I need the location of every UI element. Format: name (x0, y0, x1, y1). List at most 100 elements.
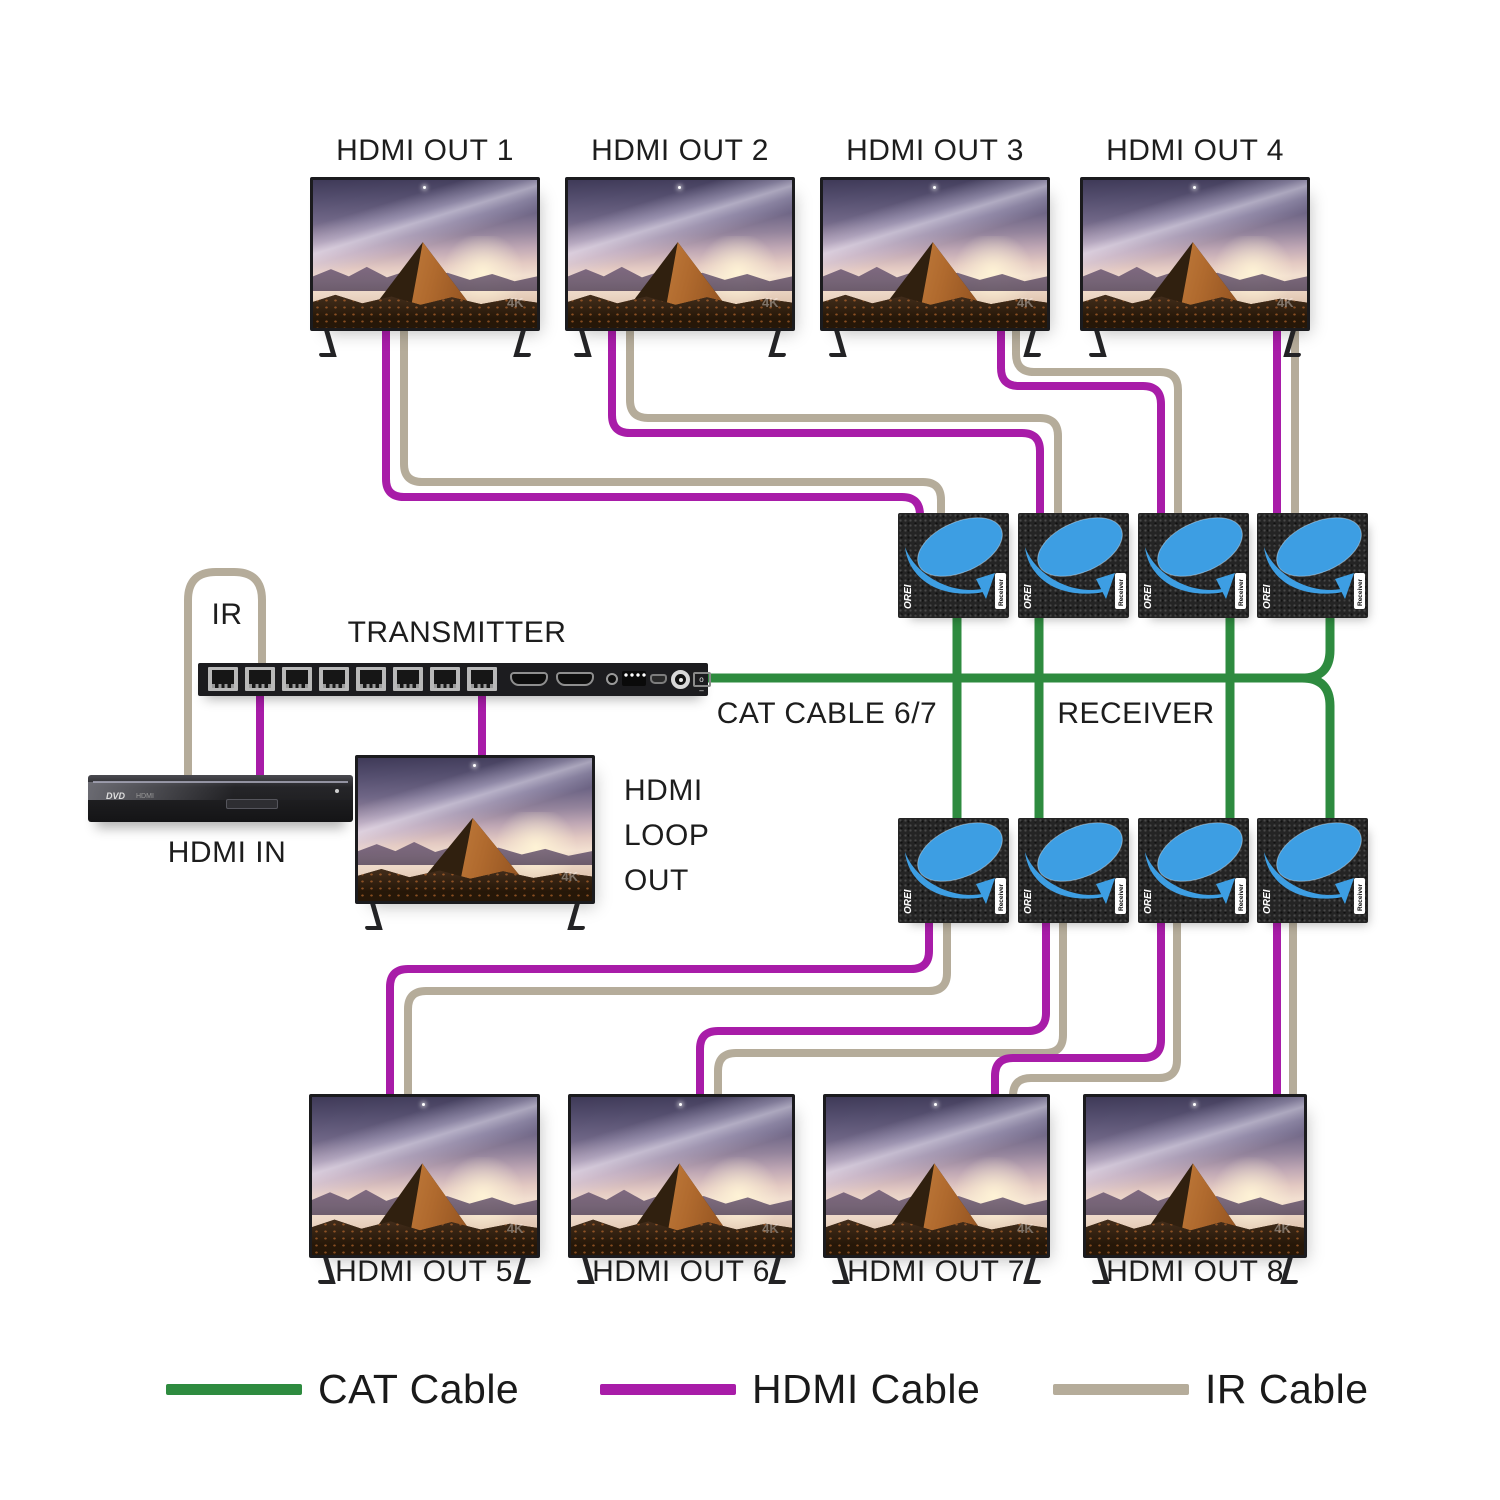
tv-screen: 4K (823, 1094, 1050, 1258)
tv-art-star (679, 1103, 683, 1107)
dvd-sheen (88, 782, 353, 800)
receiver-tag-plate (1115, 573, 1126, 609)
tv-art-star (472, 763, 476, 767)
cable-hdmi-tv5 (386, 920, 933, 1100)
dvd-hdmi-mark: HDMI (136, 793, 154, 800)
receiver-logo-triangle (976, 878, 995, 904)
label-hdmi-out-1: HDMI OUT 1 (336, 134, 514, 167)
tv-screen: 4K (309, 1094, 540, 1258)
tv-4k-watermark: 4K (1016, 295, 1034, 311)
tv-leg-right (567, 904, 580, 930)
tv-4k-watermark: 4K (1276, 295, 1294, 311)
tv-art-star (677, 185, 681, 189)
receiver-4: OREI Receiver (1257, 513, 1368, 618)
receiver-tag-text: Receiver (1118, 578, 1125, 606)
receiver-brand-text: OREI (1143, 889, 1154, 914)
ir-jack-port (606, 673, 618, 685)
receiver-logo-ellipse (917, 517, 1003, 577)
receiver-logo-swoosh (1145, 547, 1230, 594)
receiver-face: OREI Receiver (1143, 517, 1246, 609)
receiver-7: OREI Receiver (1138, 818, 1249, 923)
hdmi-in-port (510, 672, 548, 686)
label-hdmi-out-8: HDMI OUT 8 (1106, 1255, 1284, 1288)
rj45-port-1 (208, 667, 238, 691)
legend-cat-label: CAT Cable (318, 1366, 520, 1412)
label-hdmi-out-4: HDMI OUT 4 (1106, 134, 1284, 167)
tv-hdmi-out-5: 4K (309, 1094, 540, 1284)
tv-leg-right (1023, 1258, 1036, 1284)
legend-item-ir: IR Cable (1053, 1366, 1369, 1413)
tv-art-star (1192, 185, 1196, 189)
receiver-brand-text: OREI (1023, 584, 1034, 609)
receiver-tag-text: Receiver (1238, 883, 1245, 911)
receiver-logo-triangle (1096, 573, 1115, 599)
receiver-1: OREI Receiver (898, 513, 1009, 618)
cable-hdmi-tv1 (382, 325, 924, 520)
rj45-port-7 (430, 667, 460, 691)
cable-ir-source-loop (184, 568, 266, 779)
cable-hdmi-tv2 (608, 325, 1044, 518)
label-transmitter: TRANSMITTER (347, 616, 567, 649)
legend-ir-label: IR Cable (1205, 1366, 1369, 1412)
label-hdmi-out-3: HDMI OUT 3 (846, 134, 1024, 167)
receiver-tag-text: Receiver (1118, 883, 1125, 911)
tv-art-star (932, 185, 936, 189)
receiver-face: OREI Receiver (1023, 822, 1126, 914)
receiver-face: OREI Receiver (1262, 517, 1365, 609)
receiver-tag-plate (995, 573, 1006, 609)
receiver-brand-text: OREI (1143, 584, 1154, 609)
receiver-face: OREI Receiver (903, 822, 1006, 914)
cable-ir-tv7 (1009, 920, 1181, 1108)
receiver-logo-triangle (1216, 573, 1235, 599)
receiver-logo-ellipse (1157, 822, 1243, 882)
receiver-logo-ellipse (1157, 517, 1243, 577)
tv-hdmi-out-6: 4K (568, 1094, 795, 1284)
receiver-brand-text: OREI (1262, 584, 1273, 609)
legend-hdmi-label: HDMI Cable (752, 1366, 981, 1412)
cable-hdmi-tv7 (991, 920, 1165, 1105)
tv-leg-left (324, 331, 338, 357)
tv-art-star (934, 1103, 938, 1107)
receiver-tag-text: Receiver (1357, 883, 1364, 911)
tv-hdmi-out-2: 4K (565, 177, 795, 357)
tv-4k-watermark: 4K (761, 295, 779, 311)
dip-switch (622, 671, 646, 686)
hdmi-cable-swatch (600, 1384, 736, 1395)
usb-port (650, 674, 667, 684)
dvd-player-source: DVD HDMI (88, 775, 353, 822)
receiver-logo-swoosh (905, 547, 990, 594)
cable-cat-trunk-fork-up (702, 612, 1335, 683)
receiver-logo-swoosh (1025, 852, 1110, 899)
receiver-logo-triangle (1096, 878, 1115, 904)
dvd-power-led (335, 789, 339, 793)
receiver-tag-plate (1354, 878, 1365, 914)
rj45-port-5 (356, 667, 386, 691)
receiver-2: OREI Receiver (1018, 513, 1129, 618)
receiver-5: OREI Receiver (898, 818, 1009, 923)
tv-art-star (422, 1103, 426, 1107)
receiver-tag-text: Receiver (998, 578, 1005, 606)
legend-item-hdmi: HDMI Cable (600, 1366, 980, 1413)
receiver-logo-triangle (1335, 573, 1354, 599)
tv-leg-right (1022, 331, 1036, 357)
rj45-port-3 (282, 667, 312, 691)
cable-cat-trunk-fork-down (1301, 673, 1335, 822)
rj45-port-6 (393, 667, 423, 691)
cable-hdmi-tv3 (997, 325, 1165, 518)
tv-leg-right (1282, 331, 1296, 357)
tv-screen: 4K (310, 177, 540, 331)
tv-screen: 4K (1080, 177, 1310, 331)
hdmi-loop-port (556, 672, 594, 686)
receiver-logo-ellipse (1037, 822, 1123, 882)
receiver-logo-triangle (1335, 878, 1354, 904)
receiver-logo-swoosh (1025, 547, 1110, 594)
tv-hdmi-out-1: 4K (310, 177, 540, 357)
tv-leg-right (512, 331, 526, 357)
tv-4k-watermark: 4K (1274, 1221, 1291, 1237)
cat-cable-swatch (166, 1384, 302, 1395)
label-hdmi-out-6: HDMI OUT 6 (592, 1255, 770, 1288)
label-hdmi-out-7: HDMI OUT 7 (847, 1255, 1025, 1288)
receiver-face: OREI Receiver (1143, 822, 1246, 914)
tv-hdmi-out-8: 4K (1083, 1094, 1307, 1284)
